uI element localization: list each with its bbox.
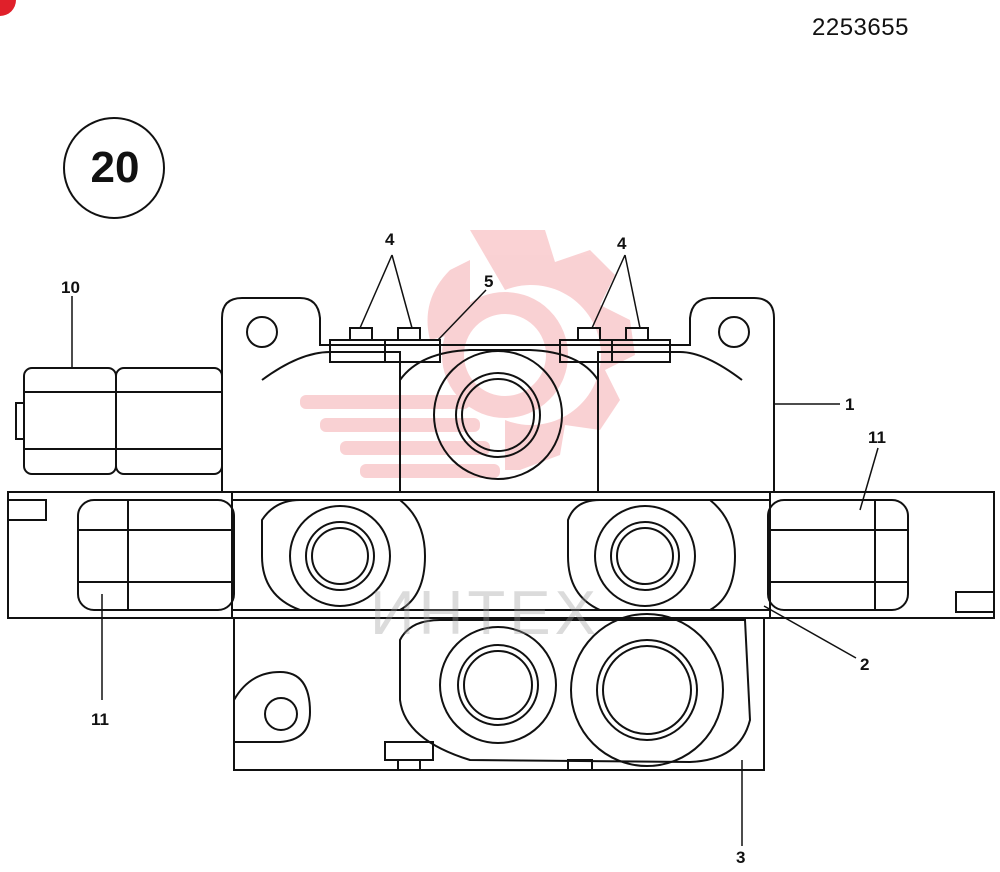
callout-5: 5 [484,272,494,291]
watermark-text: ИНТЕХ [370,579,600,648]
callout-4-right: 4 [617,234,627,253]
corner-mark [0,0,16,16]
callout-3: 3 [736,848,746,867]
callout-2: 2 [860,655,870,674]
callout-11-right: 11 [868,428,886,447]
part-10-fitting [15,367,223,475]
part-1-top-body [221,297,775,492]
drawing-number: 2253655 [812,14,909,41]
figure-number-ring [63,117,165,219]
part-3-bottom-body [233,613,765,771]
callout-4-left: 4 [385,230,395,249]
callout-11-left: 11 [91,710,109,729]
watermark-gear-logo [300,230,635,478]
leader-lines [71,254,879,846]
callout-1: 1 [845,395,855,414]
drawing-lines [7,254,995,846]
callout-10: 10 [61,278,80,297]
figure-number: 20 [90,143,140,192]
